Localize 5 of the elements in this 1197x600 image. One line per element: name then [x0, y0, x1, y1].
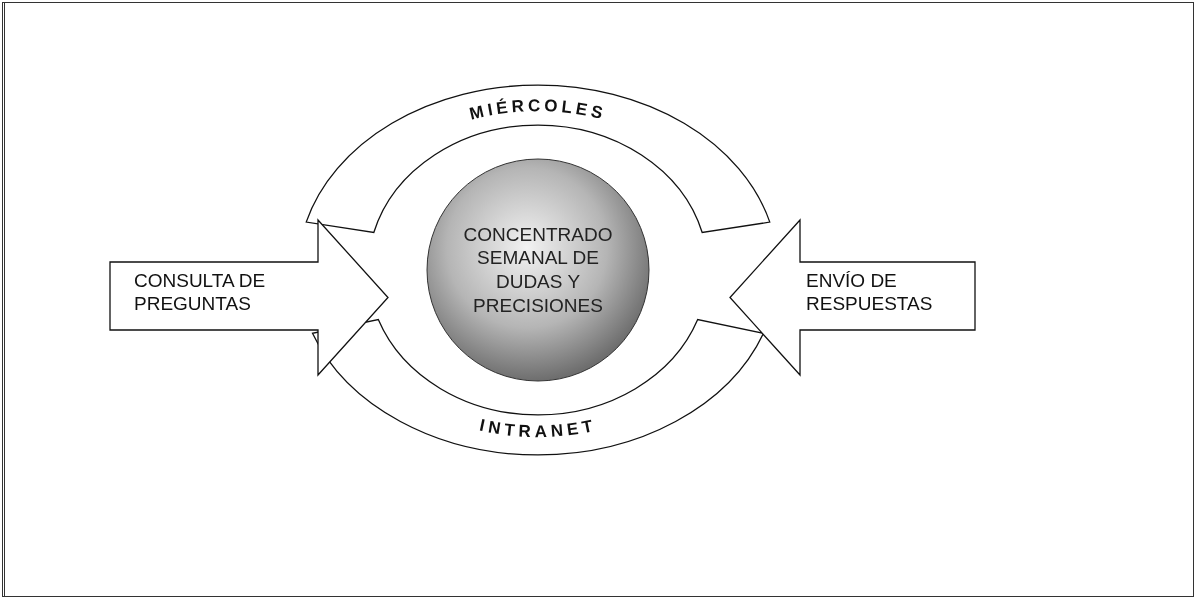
- band-label: INTRANET: [477, 416, 599, 442]
- center-text: CONCENTRADO SEMANAL DE DUDAS Y PRECISIONES: [462, 222, 614, 318]
- arrow-text: CONSULTA DE PREGUNTAS: [134, 270, 267, 316]
- arrow-text: ENVÍO DE RESPUESTAS: [806, 270, 934, 316]
- band-label: MIÉRCOLES: [467, 96, 609, 125]
